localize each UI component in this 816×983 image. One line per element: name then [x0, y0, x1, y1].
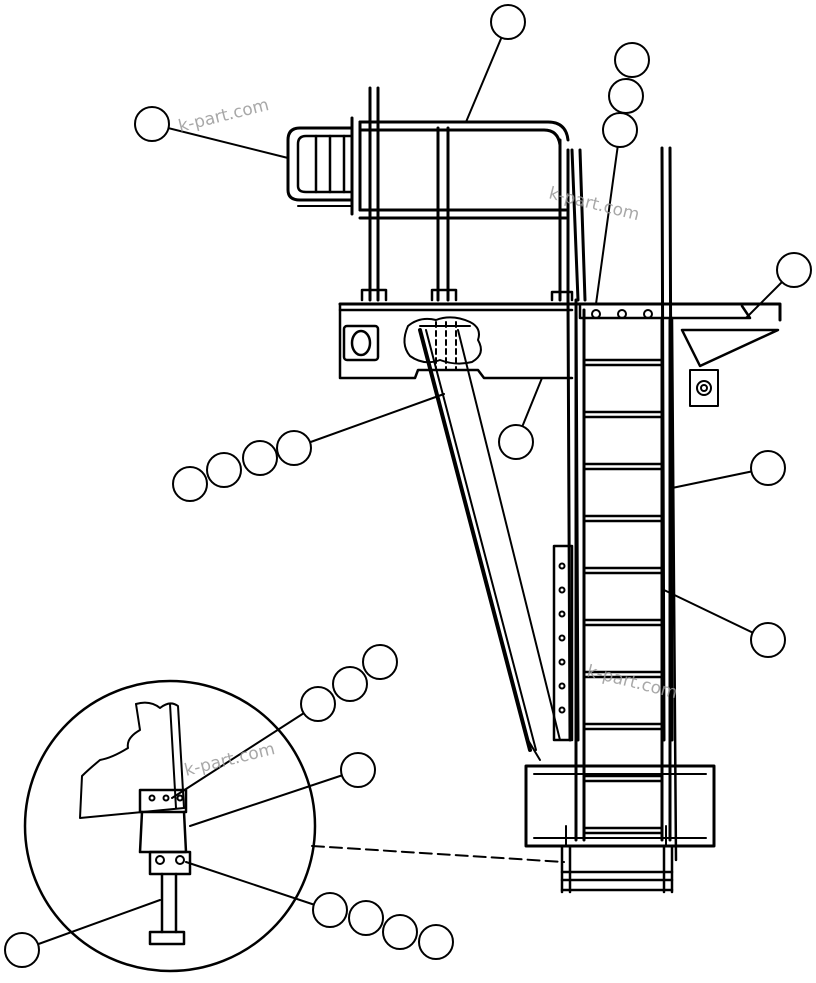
handrail-assembly — [358, 86, 587, 302]
callout-bubble[interactable] — [300, 686, 336, 722]
callout-bubble[interactable] — [206, 452, 242, 488]
callout-bubble[interactable] — [340, 752, 376, 788]
ladder — [524, 146, 716, 894]
leader-lines — [21, 21, 795, 951]
callout-bubble[interactable] — [418, 924, 454, 960]
callout-bubbles — [4, 4, 812, 968]
support-cylinder — [418, 328, 561, 761]
callout-bubble[interactable] — [608, 78, 644, 114]
callout-bubble[interactable] — [242, 440, 278, 476]
callout-bubble[interactable] — [382, 914, 418, 950]
callout-bubble[interactable] — [750, 622, 786, 658]
callout-bubble[interactable] — [362, 644, 398, 680]
callout-bubble[interactable] — [498, 424, 534, 460]
callout-bubble[interactable] — [134, 106, 170, 142]
watermark-text: k-part.com — [176, 95, 271, 137]
callout-bubble[interactable] — [602, 112, 638, 148]
detail-view — [23, 679, 317, 973]
callout-bubble[interactable] — [332, 666, 368, 702]
gate-grab-handle — [286, 116, 362, 216]
detail-link-line — [311, 845, 565, 863]
callout-bubble[interactable] — [172, 466, 208, 502]
callout-bubble[interactable] — [776, 252, 812, 288]
watermark-text: k-part.com — [182, 739, 277, 781]
platform-beam — [338, 302, 782, 380]
callout-bubble[interactable] — [750, 450, 786, 486]
callout-bubble[interactable] — [348, 900, 384, 936]
callout-bubble[interactable] — [4, 932, 40, 968]
watermarks: k-part.com k-part.com k-part.com k-part.… — [176, 95, 679, 781]
callout-bubble[interactable] — [312, 892, 348, 928]
callout-bubble[interactable] — [490, 4, 526, 40]
side-bracket — [578, 304, 780, 862]
callout-bubble[interactable] — [276, 430, 312, 466]
callout-bubble[interactable] — [614, 42, 650, 78]
